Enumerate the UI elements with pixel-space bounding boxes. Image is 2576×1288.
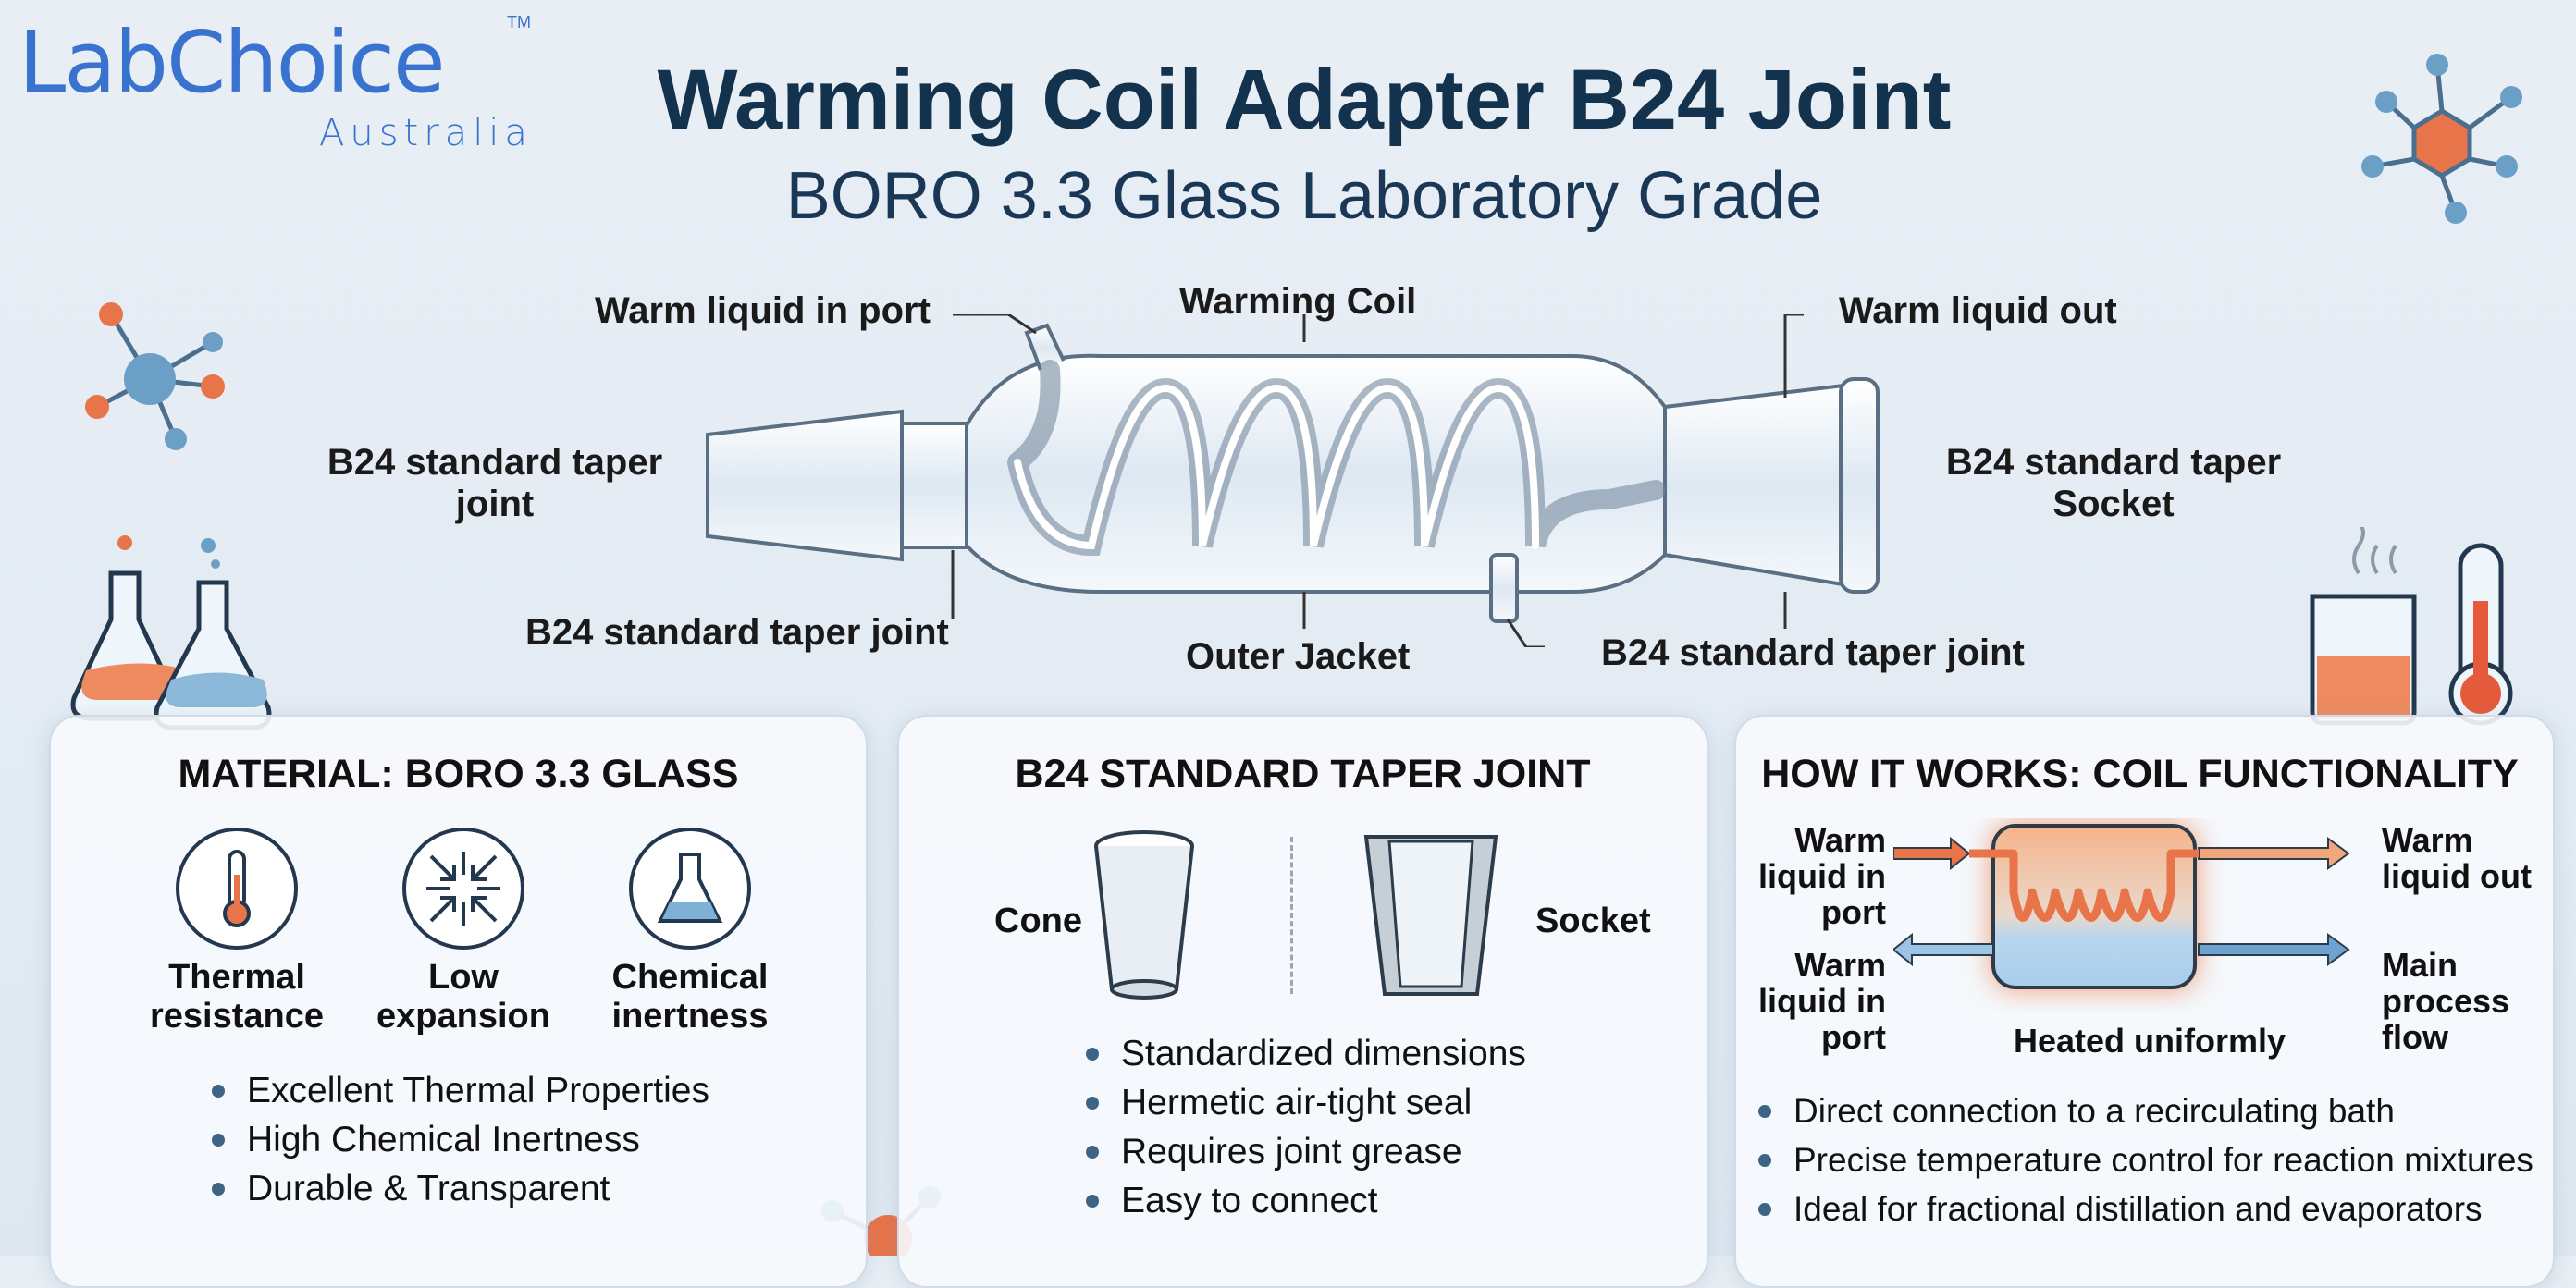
label-line: Socket [2052, 483, 2175, 524]
thermometer-icon [176, 828, 298, 950]
page-title: Warming Coil Adapter B24 Joint [657, 53, 1952, 147]
label-line: Main [2382, 946, 2459, 984]
logo-text: LabChoice [18, 13, 446, 112]
logo-subtext: Australia [319, 112, 533, 154]
feature-line: Low [428, 958, 499, 997]
bullet-item: High Chemical Inertness [208, 1115, 709, 1164]
inlet-port [1024, 323, 1066, 371]
label-line: B24 standard taper [327, 442, 663, 483]
cone-icon [1094, 830, 1194, 1000]
page-subtitle: BORO 3.3 Glass Laboratory Grade [785, 159, 1823, 233]
chemical-flask-icon [629, 828, 751, 950]
logo-trademark: TM [507, 13, 531, 31]
how-heading: HOW IT WORKS: COIL FUNCTIONALITY [1761, 752, 2519, 796]
left-cone-joint [706, 409, 904, 562]
beaker-thermometer-icon [2310, 527, 2513, 726]
feature-line: inertness [611, 996, 769, 1036]
material-bullets: Excellent Thermal Properties High Chemic… [208, 1066, 709, 1213]
label-bottom-left-joint: B24 standard taper joint [525, 612, 949, 653]
bullet-item: Hermetic air-tight seal [1082, 1078, 1526, 1127]
label-outer-jacket: Outer Jacket [1186, 636, 1411, 677]
bullet-item: Durable & Transparent [208, 1164, 709, 1213]
label-line: port [1821, 892, 1886, 931]
bullet-item: Ideal for fractional distillation and ev… [1755, 1184, 2533, 1233]
label-line: Warm [1794, 821, 1886, 859]
joint-heading: B24 STANDARD TAPER JOINT [1015, 752, 1591, 796]
label-line: port [1821, 1017, 1886, 1056]
flasks-icon [70, 535, 272, 730]
label-warm-liquid-in-port: Warm liquid in port [595, 290, 931, 331]
bullet-item: Standardized dimensions [1082, 1029, 1526, 1078]
bullet-item: Excellent Thermal Properties [208, 1066, 709, 1115]
label-line: liquid in [1758, 981, 1886, 1020]
label-warm-liquid-out: Warm liquid out [1839, 290, 2117, 331]
bullet-item: Precise temperature control for reaction… [1755, 1135, 2533, 1184]
bullet-item: Direct connection to a recirculating bat… [1755, 1086, 2533, 1135]
heated-uniformly-caption: Heated uniformly [2014, 1022, 2286, 1060]
feature-line: Thermal [168, 958, 305, 997]
label-warming-coil: Warming Coil [1179, 281, 1417, 322]
cone-label: Cone [994, 902, 1082, 940]
bottom-outlet [1489, 553, 1519, 623]
molecule-icon [2361, 54, 2522, 224]
low-expansion-icon [402, 828, 524, 950]
label-bottom-right-joint: B24 standard taper joint [1601, 632, 2025, 673]
label-line: liquid out [2382, 856, 2532, 895]
joint-bullets: Standardized dimensions Hermetic air-tig… [1082, 1029, 1526, 1225]
material-heading: MATERIAL: BORO 3.3 GLASS [178, 752, 739, 796]
label-line: liquid in [1758, 856, 1886, 895]
right-socket [1663, 381, 1861, 590]
molecule-icon [85, 302, 225, 450]
label-line: joint [455, 483, 535, 524]
coil-function-diagram [1893, 824, 2350, 989]
bullet-item: Easy to connect [1082, 1176, 1526, 1225]
feature-line: Chemical [611, 958, 769, 997]
socket-label: Socket [1535, 902, 1651, 940]
label-line: process [2382, 981, 2510, 1020]
warming-coil-adapter-illustration [706, 314, 1880, 647]
feature-line: resistance [149, 996, 324, 1036]
socket-icon [1363, 835, 1498, 996]
label-line: B24 standard taper [1945, 442, 2282, 483]
label-line: Warm [2382, 821, 2473, 859]
feature-line: expansion [376, 996, 550, 1036]
bullet-item: Requires joint grease [1082, 1127, 1526, 1176]
divider [1290, 837, 1293, 994]
joint-panel: B24 STANDARD TAPER JOINT Cone Socket Sta… [897, 715, 1708, 1288]
label-line: Warm [1794, 946, 1886, 984]
label-line: flow [2382, 1017, 2448, 1056]
how-bullets: Direct connection to a recirculating bat… [1755, 1086, 2533, 1233]
